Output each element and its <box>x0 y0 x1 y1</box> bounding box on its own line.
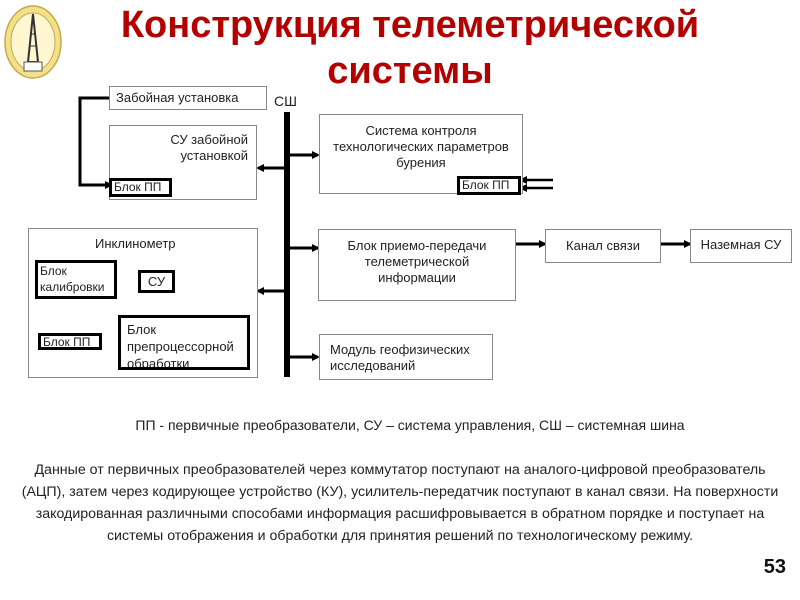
block-geophysics-line1: Модуль геофизических <box>330 342 470 357</box>
block-ground-control: Наземная СУ <box>690 229 792 263</box>
block-inclinometer-pp: Блок ПП <box>38 333 102 350</box>
block-preprocessing-line2: препроцессорной <box>127 339 234 354</box>
department-logo <box>4 5 62 79</box>
block-preprocessing-line1: Блок <box>127 322 157 337</box>
description-paragraph: Данные от первичных преобразователей чер… <box>21 462 779 544</box>
title-line-2: системы <box>327 50 493 92</box>
block-channel-label: Канал связи <box>566 238 640 253</box>
block-downhole-pp-label: Блок ПП <box>114 180 162 194</box>
block-downhole-control-line1: СУ забойной <box>170 132 248 147</box>
block-transceiver-line1: Блок приемо-передачи <box>347 238 487 253</box>
block-transceiver: Блок приемо-передачи телеметрической инф… <box>318 229 516 301</box>
link-downhole-unit-pp <box>78 96 113 189</box>
block-downhole-pp: Блок ПП <box>109 178 172 197</box>
block-downhole-unit: Забойная установка <box>109 86 267 110</box>
block-calibration-line1: Блок <box>40 264 67 278</box>
block-transceiver-line3: информации <box>378 270 456 285</box>
block-drilling-control-line2: технологических параметров <box>333 139 509 154</box>
block-geophysics: Модуль геофизических исследований <box>319 334 493 380</box>
title-line-1: Конструкция телеметрической <box>120 4 700 46</box>
block-transceiver-line2: телеметрической <box>364 254 470 269</box>
block-ground-control-label: Наземная СУ <box>700 237 782 252</box>
block-drilling-pp: Блок ПП <box>457 176 521 195</box>
block-inclinometer-label: Инклинометр <box>95 236 176 251</box>
block-geophysics-line2: исследований <box>330 358 416 373</box>
bus-label: СШ <box>274 93 297 109</box>
page-number: 53 <box>763 556 786 578</box>
block-channel: Канал связи <box>545 229 661 263</box>
block-inclinometer-pp-label: Блок ПП <box>43 335 91 349</box>
block-drilling-control-line1: Система контроля <box>365 123 477 138</box>
block-drilling-pp-label: Блок ПП <box>462 178 510 192</box>
block-inclinometer-control: СУ <box>138 270 175 293</box>
block-downhole-control-line2: установкой <box>180 148 248 163</box>
block-preprocessing: Блок препроцессорной обработки <box>118 315 250 370</box>
block-drilling-control-line3: бурения <box>396 155 446 170</box>
block-calibration: Блок калибровки <box>35 260 117 299</box>
block-inclinometer-control-label: СУ <box>147 274 166 289</box>
abbreviation-legend: ПП - первичные преобразователи, СУ – сис… <box>135 417 685 433</box>
slide-title: Конструкция телеметрической системы <box>90 2 730 94</box>
block-calibration-line2: калибровки <box>40 280 105 294</box>
block-preprocessing-line3: обработки <box>127 356 190 370</box>
block-downhole-unit-label: Забойная установка <box>116 90 239 105</box>
